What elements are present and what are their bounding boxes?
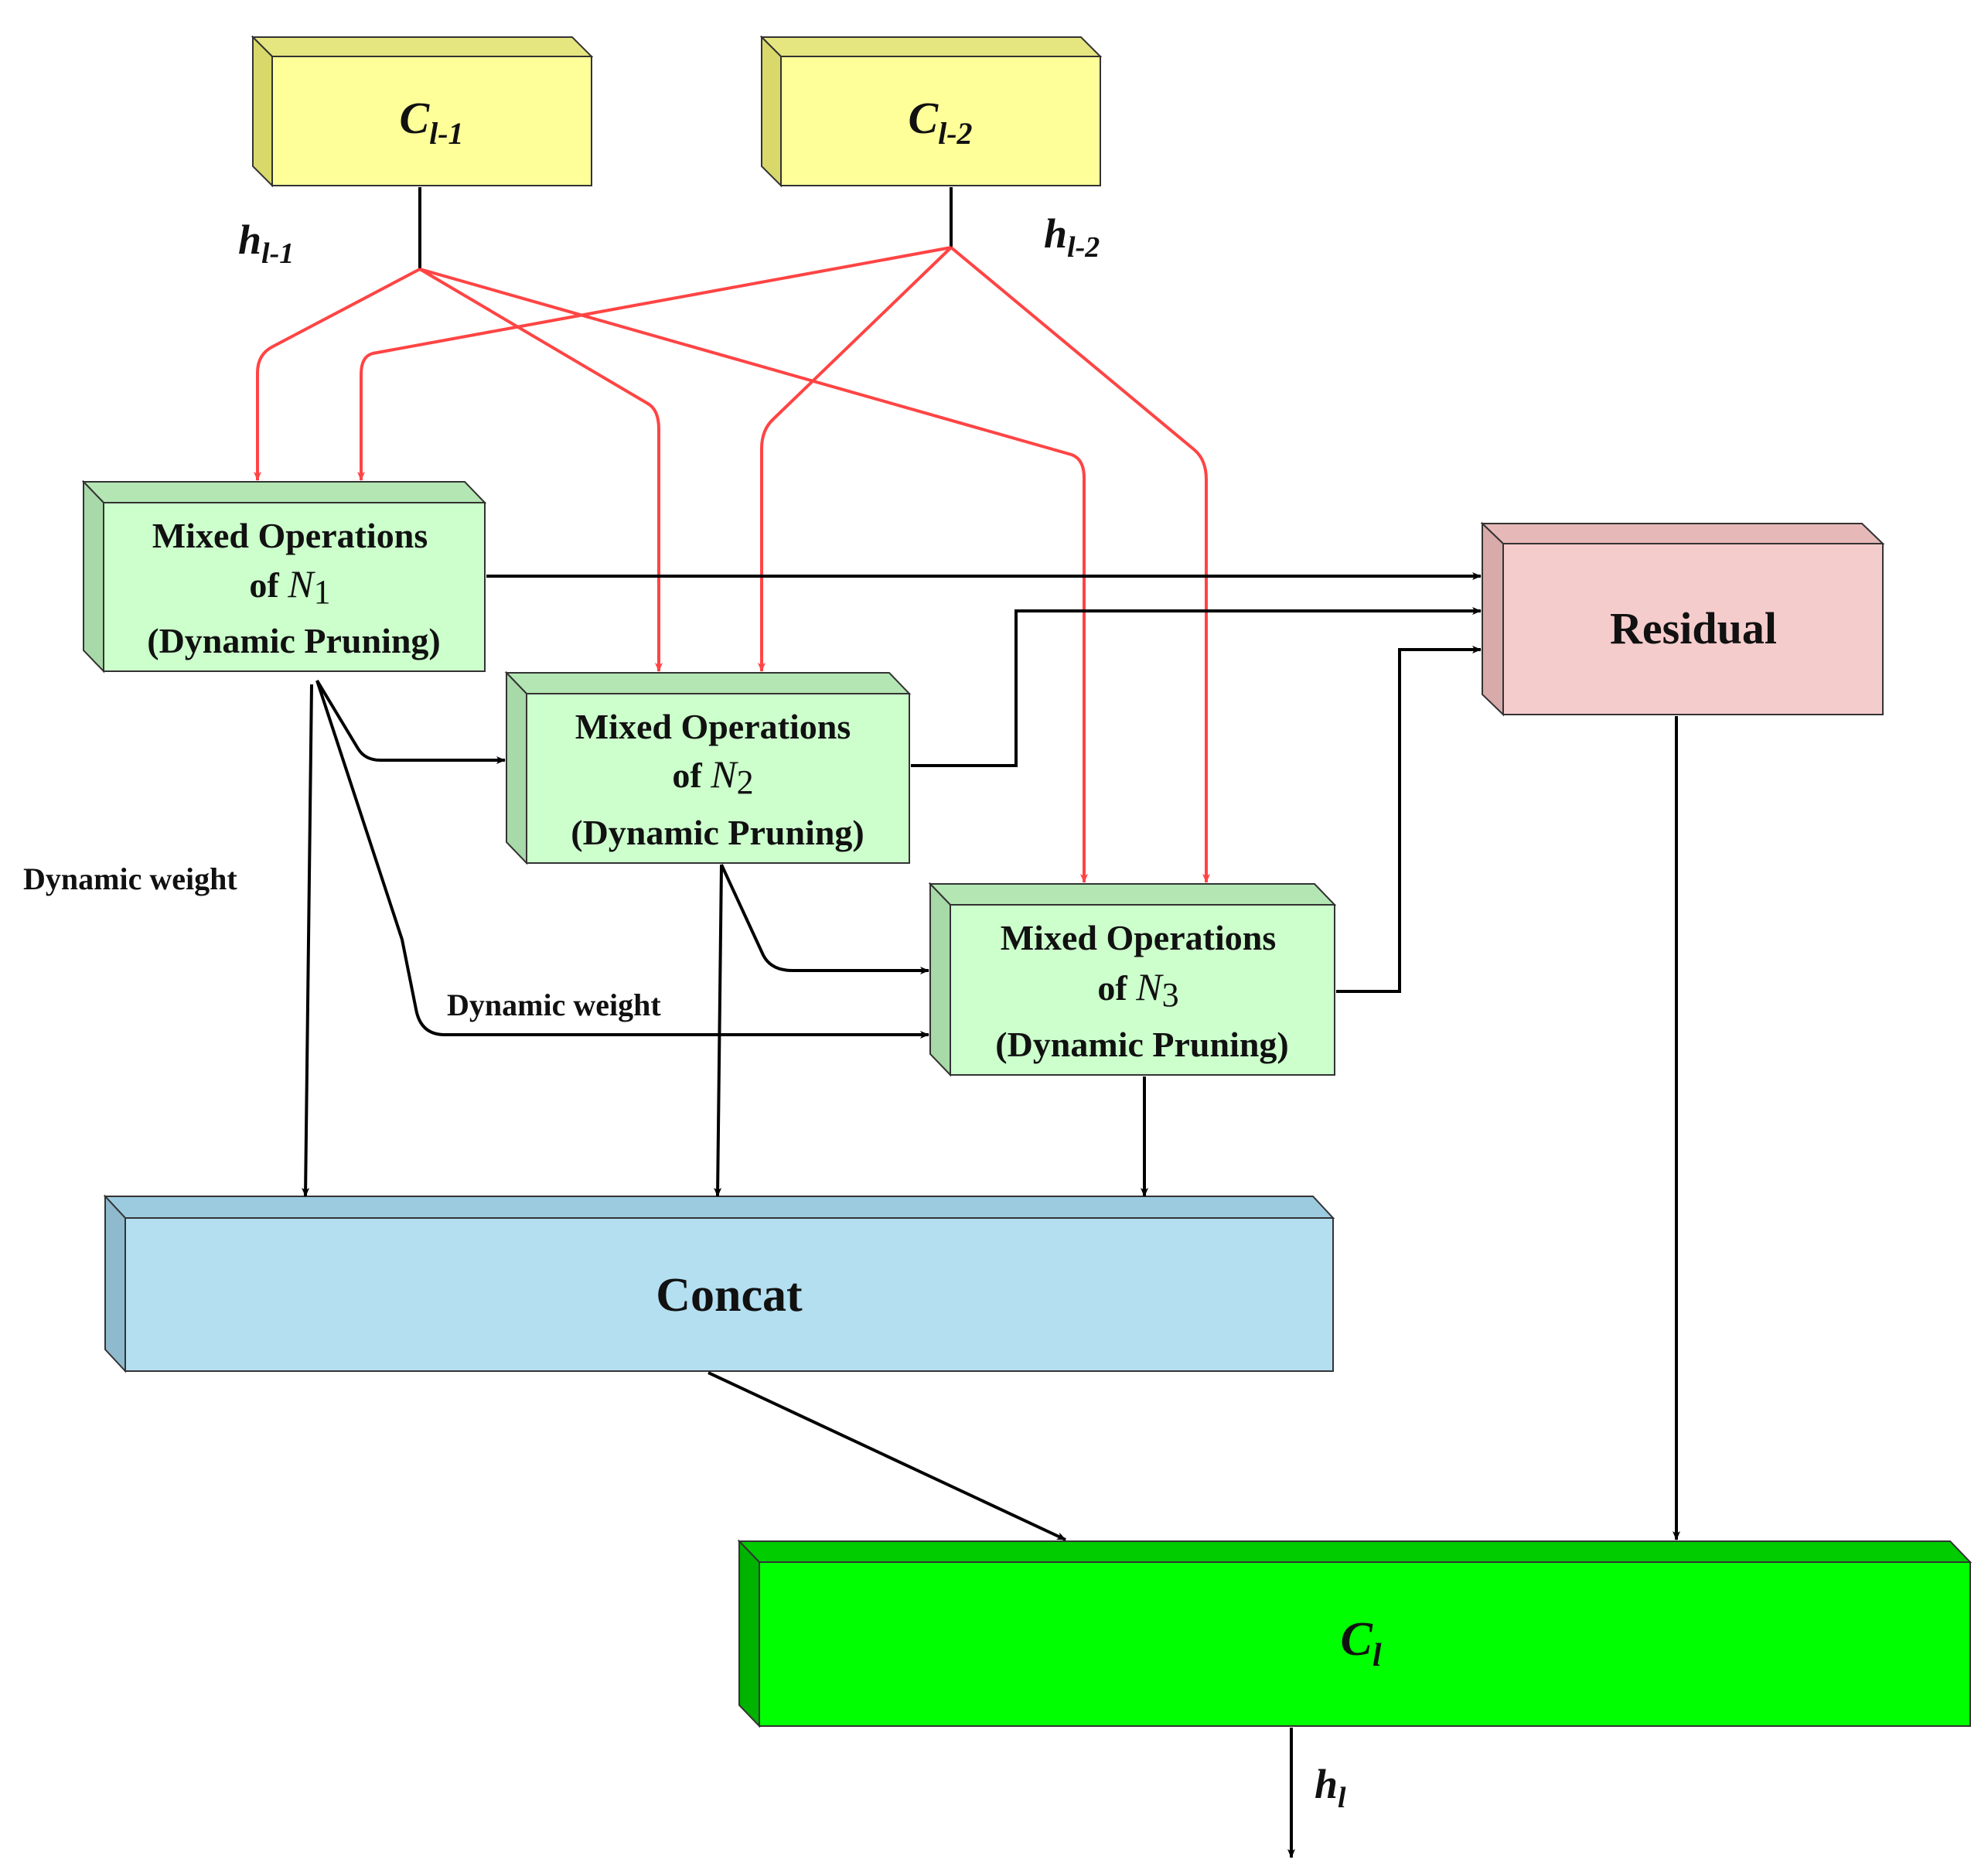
n1-subscript-label: of N1: [249, 562, 330, 611]
h-l-2-label: hl-2: [1044, 210, 1100, 264]
concat-label: Concat: [656, 1269, 803, 1322]
n3-subtitle: (Dynamic Pruning): [995, 1025, 1289, 1064]
mixed-operations-n2-box: Mixed Operations of N2 (Dynamic Pruning): [504, 670, 912, 865]
n2-subscript-label: of N2: [672, 752, 753, 801]
edge-h-l-2-to-n2: [758, 246, 953, 672]
c-l-2-label: Cl-2: [908, 93, 972, 151]
input-cell-c-l-1: Cl-1: [251, 35, 594, 188]
black-edges: [302, 572, 1680, 1858]
h-l-1-label: hl-1: [238, 217, 294, 270]
mixed-operations-n1-box: Mixed Operations of N1 (Dynamic Pruning): [81, 479, 487, 674]
residual-box: Residual: [1480, 521, 1885, 717]
concat-box: Concat: [103, 1194, 1335, 1373]
c-l-label: Cl: [1340, 1613, 1381, 1673]
n2-title: Mixed Operations: [575, 707, 851, 746]
mixed-operations-n3-box: Mixed Operations of N3 (Dynamic Pruning): [928, 882, 1337, 1077]
edge-n1-to-n2: [315, 679, 506, 764]
dynamic-weight-label-1: Dynamic weight: [23, 861, 237, 896]
edge-h-l-1-to-n3: [419, 268, 1088, 883]
n1-subtitle: (Dynamic Pruning): [147, 621, 441, 660]
edge-n2-to-concat: [714, 864, 723, 1197]
edge-concat-to-c-l: [708, 1371, 1066, 1541]
n3-title: Mixed Operations: [1001, 918, 1276, 957]
h-l-label: hl: [1315, 1761, 1346, 1814]
input-cell-c-l-2: Cl-2: [759, 35, 1103, 188]
edge-n2-to-residual: [911, 607, 1482, 767]
residual-label: Residual: [1610, 603, 1777, 653]
edge-h-l-1-to-n2: [418, 268, 663, 672]
edge-h-l-2-to-n3: [950, 246, 1210, 883]
red-input-edges: [254, 246, 1210, 883]
edge-n3-to-residual: [1336, 646, 1482, 993]
n3-subscript-label: of N3: [1097, 965, 1178, 1014]
edge-n1-to-n3-dynamic: [315, 680, 929, 1039]
edge-h-l-2-to-n1: [357, 246, 952, 481]
n1-title: Mixed Operations: [152, 516, 428, 555]
output-cell-c-l: Cl: [737, 1539, 1973, 1728]
dynamic-weight-label-2: Dynamic weight: [447, 988, 661, 1022]
input-stems: [418, 187, 953, 269]
c-l-1-label: Cl-1: [399, 93, 463, 151]
edge-h-l-1-to-n1: [254, 268, 421, 481]
edge-n2-to-n3: [720, 864, 929, 974]
n2-subtitle: (Dynamic Pruning): [571, 813, 864, 852]
edge-n1-to-concat: [302, 684, 313, 1197]
